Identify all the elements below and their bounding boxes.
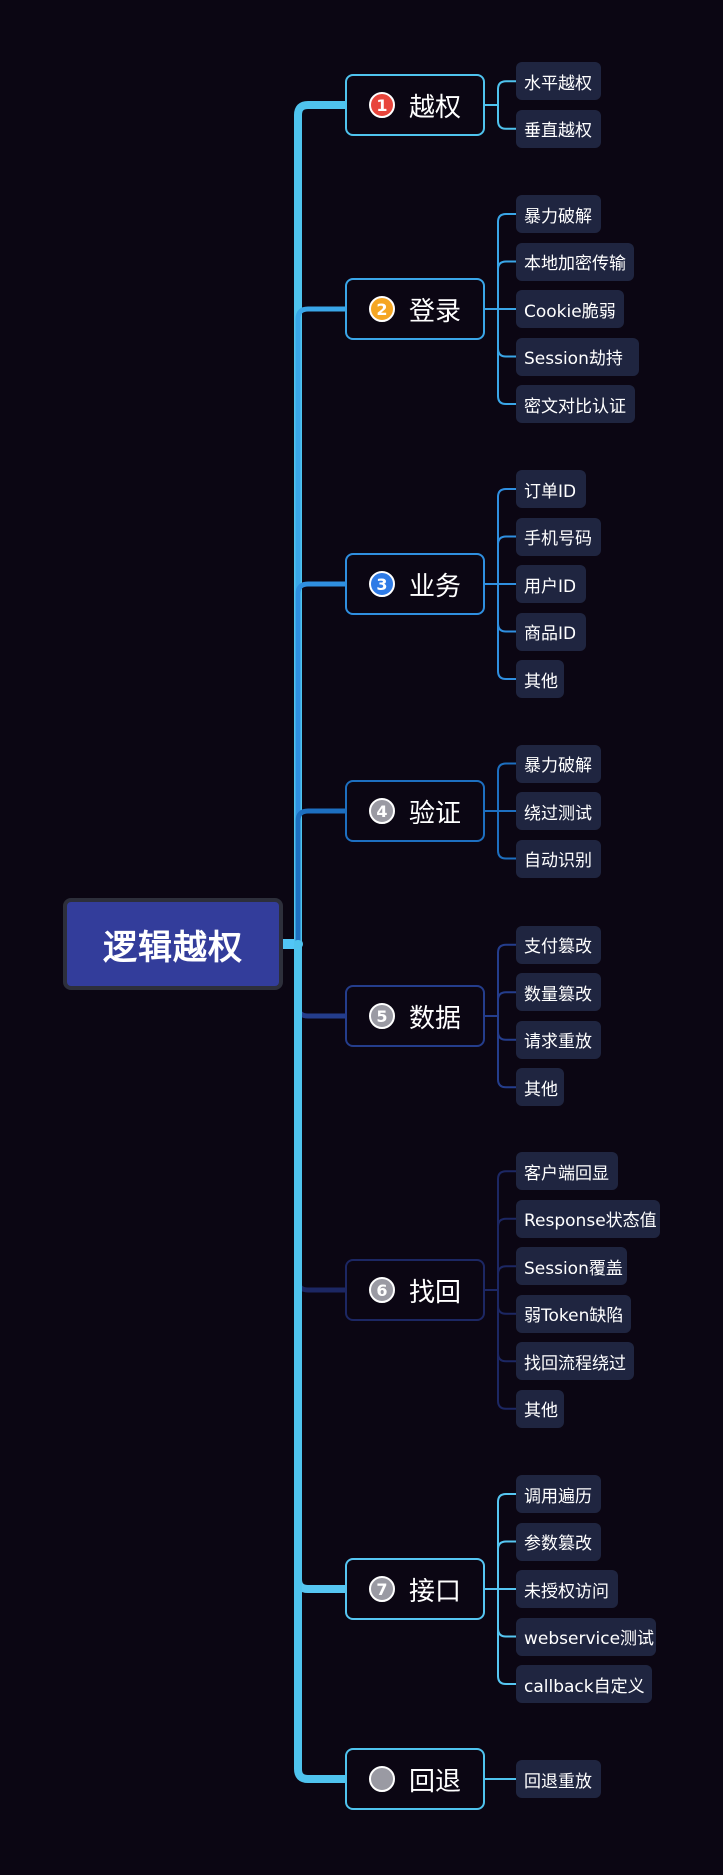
branch-label: 验证	[408, 798, 461, 829]
branch-label: 回退	[408, 1766, 461, 1797]
leaf-connector	[497, 488, 517, 498]
leaf-node[interactable]: 商品ID	[516, 612, 586, 651]
leaf-node[interactable]: 暴力破解	[516, 744, 601, 783]
leaf-node[interactable]: 数量篡改	[516, 973, 601, 1012]
leaf-node[interactable]: Session覆盖	[516, 1247, 627, 1286]
leaf-connector	[497, 1030, 517, 1041]
branch-node-8[interactable]: 回退	[345, 1748, 485, 1810]
leaf-node[interactable]: 其他	[516, 1068, 564, 1107]
leaf-node[interactable]: 未授权访问	[516, 1570, 618, 1608]
trunk-line-3	[295, 581, 348, 947]
branch-node-2[interactable]: 2 登录	[345, 278, 485, 340]
leaf-connector	[497, 1352, 517, 1363]
leaf-connector	[497, 670, 517, 680]
root-label: 逻辑越权	[103, 927, 243, 968]
leaf-connector	[497, 1675, 517, 1685]
branch-node-3[interactable]: 3 业务	[345, 553, 485, 615]
leaf-node[interactable]: 暴力破解	[516, 195, 601, 233]
leaf-node[interactable]: callback自定义	[516, 1665, 652, 1703]
branch-node-7[interactable]: 7 接口	[345, 1558, 485, 1620]
leaf-node[interactable]: 绕过测试	[516, 792, 601, 830]
leaf-connector	[497, 1304, 517, 1315]
leaf-node[interactable]: 回退重放	[516, 1760, 601, 1798]
number-badge-icon: 1	[368, 92, 395, 118]
leaf-node[interactable]: 支付篡改	[516, 925, 601, 964]
trunk-line-4	[295, 808, 348, 947]
branch-node-6[interactable]: 6 找回	[345, 1259, 485, 1321]
leaf-node[interactable]: Response状态值	[516, 1199, 660, 1238]
leaf-node[interactable]: 手机号码	[516, 517, 601, 556]
root-node[interactable]: 逻辑越权	[63, 898, 283, 990]
trunk-line-6	[295, 941, 348, 1293]
leaf-connector	[497, 535, 517, 546]
branch-label: 找回	[408, 1277, 461, 1308]
leaf-node[interactable]: 调用遍历	[516, 1475, 601, 1513]
branch-label: 越权	[408, 92, 461, 123]
leaf-node[interactable]: 其他	[516, 660, 564, 698]
leaf-node[interactable]: 垂直越权	[516, 109, 601, 148]
leaf-node[interactable]: 密文对比认证	[516, 385, 635, 423]
leaf-connector	[497, 762, 517, 773]
number-badge-icon: 2	[368, 296, 395, 322]
trunk-line-8	[294, 940, 349, 1783]
leaf-connector	[497, 1540, 517, 1551]
leaf-node[interactable]: 订单ID	[516, 470, 586, 508]
leaf-connector	[497, 1493, 517, 1503]
leaf-connector	[497, 849, 517, 860]
number-badge-icon	[368, 1766, 395, 1792]
branch-label: 业务	[408, 571, 461, 602]
trunk-line-7	[294, 940, 349, 1593]
leaf-connector	[497, 347, 517, 358]
number-badge-icon: 4	[368, 798, 395, 824]
leaf-connector	[497, 260, 517, 271]
leaf-connector	[497, 80, 517, 91]
leaf-node[interactable]: 其他	[516, 1389, 564, 1428]
leaf-node[interactable]: 弱Token缺陷	[516, 1294, 631, 1333]
leaf-connector	[497, 943, 517, 954]
branch-node-1[interactable]: 1 越权	[345, 74, 485, 136]
branch-label: 数据	[408, 1003, 461, 1034]
leaf-node[interactable]: Cookie脆弱	[516, 290, 624, 328]
leaf-connector	[497, 395, 517, 405]
number-badge-icon: 7	[368, 1576, 395, 1602]
number-badge-icon: 3	[368, 571, 395, 597]
number-badge-icon: 6	[368, 1277, 395, 1303]
number-badge-icon: 5	[368, 1003, 395, 1029]
branch-node-4[interactable]: 4 验证	[345, 780, 485, 842]
leaf-node[interactable]: 参数篡改	[516, 1522, 601, 1561]
leaf-node[interactable]: 客户端回显	[516, 1152, 618, 1191]
leaf-connector	[497, 1170, 517, 1181]
leaf-connector	[497, 991, 517, 1002]
leaf-connector	[497, 119, 517, 130]
trunk-line-2	[295, 306, 348, 947]
trunk-line-5	[295, 941, 348, 1019]
leaf-connector	[497, 1399, 517, 1410]
leaf-node[interactable]: 本地加密传输	[516, 242, 634, 281]
leaf-connector	[497, 1627, 517, 1638]
leaf-node[interactable]: 请求重放	[516, 1020, 601, 1059]
leaf-node[interactable]: 找回流程绕过	[516, 1342, 634, 1381]
leaf-node[interactable]: 水平越权	[516, 62, 601, 101]
leaf-node[interactable]: Session劫持	[516, 337, 639, 376]
branch-label: 登录	[408, 296, 461, 327]
leaf-node[interactable]: 自动识别	[516, 839, 601, 878]
leaf-connector	[497, 1265, 517, 1276]
leaf-connector	[497, 1078, 517, 1089]
leaf-connector	[497, 1217, 517, 1228]
leaf-connector	[497, 213, 517, 223]
leaf-node[interactable]: webservice测试	[516, 1617, 656, 1656]
branch-label: 接口	[408, 1576, 461, 1607]
branch-node-5[interactable]: 5 数据	[345, 985, 485, 1047]
leaf-node[interactable]: 用户ID	[516, 565, 586, 603]
leaf-connector	[497, 622, 517, 633]
trunk-line-1	[294, 101, 349, 948]
